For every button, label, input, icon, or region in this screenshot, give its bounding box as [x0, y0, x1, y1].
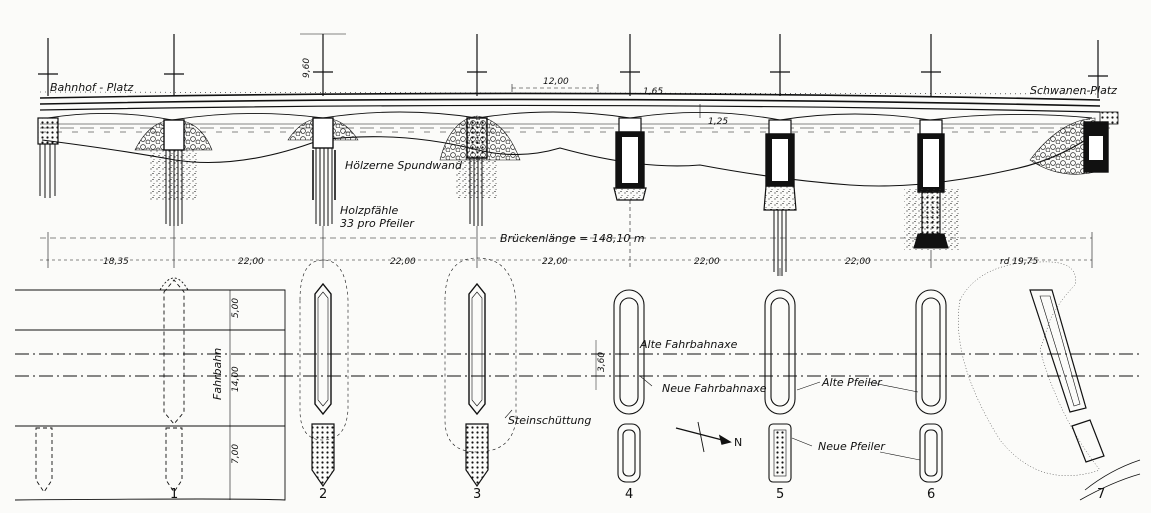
dim-lane-bottom: 7,00 — [231, 444, 241, 464]
deck-arches — [47, 111, 1093, 121]
pier-number-6: 6 — [927, 487, 935, 502]
dim-axis-offset: 3,60 — [597, 352, 607, 372]
label-bahnhof-platz: Bahnhof - Platz — [50, 81, 134, 94]
elevation-dimensions — [40, 33, 1093, 276]
pier-plan-3 — [444, 257, 517, 488]
leader-lines — [504, 375, 921, 461]
span-label-7: rd 19,75 — [1000, 257, 1038, 267]
pier-number-5: 5 — [776, 487, 784, 502]
roadway-lines — [14, 289, 1140, 501]
bridge-deck — [39, 91, 1101, 113]
elevation-view — [37, 33, 1119, 276]
span-label-2: 22,00 — [238, 257, 264, 267]
span-label-4: 22,00 — [542, 257, 568, 267]
north-arrow — [675, 421, 732, 453]
pier-elevation-6 — [904, 119, 960, 250]
span-dimensions: 18,35 22,00 22,00 22,00 22,00 22,00 rd 1… — [103, 257, 1038, 267]
label-neue-fahrbahnaxe: Neue Fahrbahnaxe — [662, 382, 767, 395]
pier-elevation-3 — [439, 115, 521, 226]
label-fahrbahn: Fahrbahn — [211, 348, 224, 400]
label-north: N — [734, 436, 742, 449]
span-label-1: 18,35 — [103, 257, 129, 267]
label-alte-fahrbahnaxe: Alte Fahrbahnaxe — [639, 338, 738, 351]
label-spundwand: Hölzerne Spundwand — [345, 159, 463, 172]
pier-plan-6 — [915, 289, 947, 483]
pier-elevation-2 — [287, 117, 359, 226]
pier-elevation-1 — [134, 119, 213, 226]
dim-rise-a: 1,65 — [643, 87, 663, 97]
abutment-left — [37, 117, 59, 198]
label-alte-pfeiler: Alte Pfeiler — [821, 376, 883, 389]
dim-lane-top: 5,00 — [231, 298, 241, 318]
label-pfaehle-count: 33 pro Pfeiler — [340, 217, 415, 230]
riverbed-line — [41, 129, 1101, 187]
label-brueckenlaenge: Brückenlänge = 148,10 m — [500, 232, 645, 245]
label-holzpfaehle: Holzpfähle — [340, 204, 398, 217]
pier-number-7: 7 — [1097, 487, 1105, 502]
span-label-6: 22,00 — [845, 257, 871, 267]
pier-number-1: 1 — [170, 487, 178, 502]
dim-span-upper: 12,00 — [543, 77, 569, 87]
pier-number-2: 2 — [319, 487, 327, 502]
label-neue-pfeiler: Neue Pfeiler — [818, 440, 886, 453]
pier-elevation-4 — [613, 117, 647, 201]
dim-mast-height: 9,60 — [302, 58, 312, 78]
pier-plan-7 — [958, 261, 1141, 501]
abutment-right — [1029, 111, 1119, 175]
pier-plan-4 — [613, 289, 645, 483]
label-steinschuettung: Steinschüttung — [508, 414, 591, 427]
label-schwanen-platz: Schwanen-Platz — [1030, 84, 1117, 97]
pier-elevation-5 — [763, 119, 797, 276]
plan-view — [14, 257, 1141, 501]
pier-numbers: 1 2 3 4 5 6 7 — [170, 487, 1105, 502]
pier-number-3: 3 — [473, 487, 481, 502]
lamp-masts — [38, 34, 1108, 98]
pier-plan-5 — [764, 289, 796, 483]
dim-rise-b: 1,25 — [708, 117, 728, 127]
span-label-5: 22,00 — [694, 257, 720, 267]
span-label-3: 22,00 — [390, 257, 416, 267]
pier-plan-2 — [299, 259, 349, 488]
dim-lane-mid: 14,00 — [231, 366, 241, 392]
pier-number-4: 4 — [625, 487, 633, 502]
pier-plan-1 — [35, 277, 189, 493]
